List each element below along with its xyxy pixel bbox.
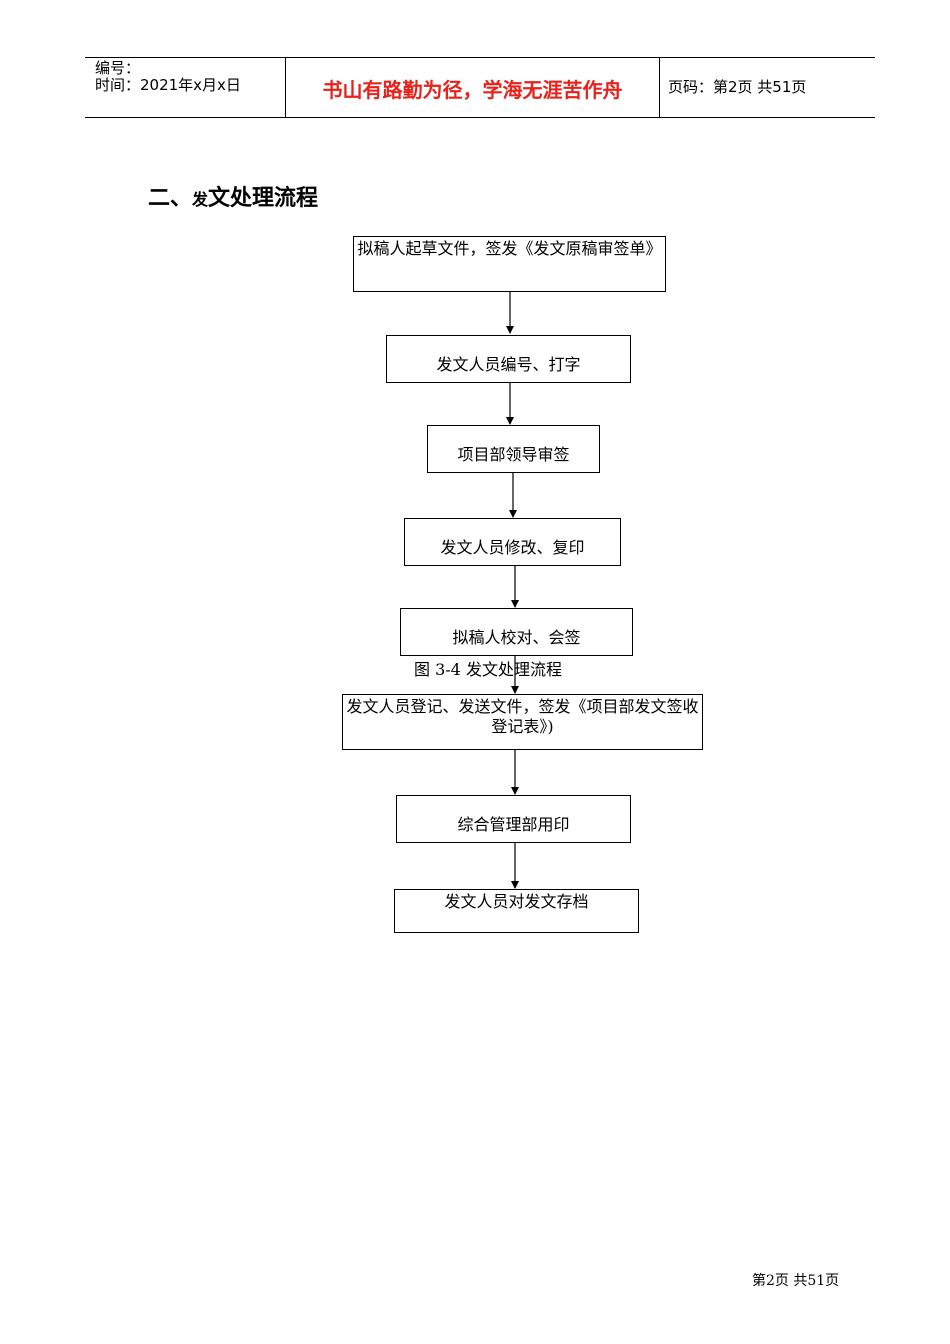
flow-step-proofread-text: 拟稿人校对、会签 [452,628,581,647]
flow-step-draft: 拟稿人起草文件，签发《发文原稿审签单》 [353,236,666,292]
footer-page-number: 第2页 共51页 [752,1273,840,1289]
flow-step-revise-copy: 发文人员修改、复印 [404,518,621,566]
flow-step-proofread: 拟稿人校对、会签 [400,608,633,656]
section-title-text: 文处理流程 [208,186,319,211]
flow-step-seal: 综合管理部用印 [396,795,631,843]
flow-step-archive-text: 发文人员对发文存档 [444,892,589,911]
flow-step-seal-text: 综合管理部用印 [457,815,570,834]
section-title-small-char: 发 [192,190,209,209]
header-bottom-rule [85,117,875,118]
flow-step-leader-review: 项目部领导审签 [427,425,600,473]
flow-step-register-send-line2: 登记表》) [491,717,554,736]
header-divider-left [285,57,286,118]
header-top-rule [85,57,875,58]
flow-step-numbering-text: 发文人员编号、打字 [436,355,581,374]
header-number-label: 编号： [95,59,141,77]
header-motto: 书山有路勤为径，学海无涯苦作舟 [322,78,623,102]
header-time-label: 时间：2021年x月x日 [95,76,241,94]
header-page-label: 页码：第2页 共51页 [668,78,807,96]
section-title: 二、发文处理流程 [148,180,318,212]
flow-step-register-send-line1: 发文人员登记、发送文件，签发《项目部发文签收 [346,697,699,716]
header-divider-right [659,57,660,118]
flow-step-leader-review-text: 项目部领导审签 [457,445,570,464]
flow-step-revise-copy-text: 发文人员修改、复印 [440,538,585,557]
section-title-prefix: 二、 [148,186,193,211]
flow-step-numbering: 发文人员编号、打字 [386,335,631,383]
figure-caption: 图 3-4 发文处理流程 [414,660,562,679]
flow-step-archive: 发文人员对发文存档 [394,889,639,933]
flow-step-draft-text: 拟稿人起草文件，签发《发文原稿审签单》 [357,239,662,258]
flow-step-register-send: 发文人员登记、发送文件，签发《项目部发文签收 登记表》) [342,694,703,750]
